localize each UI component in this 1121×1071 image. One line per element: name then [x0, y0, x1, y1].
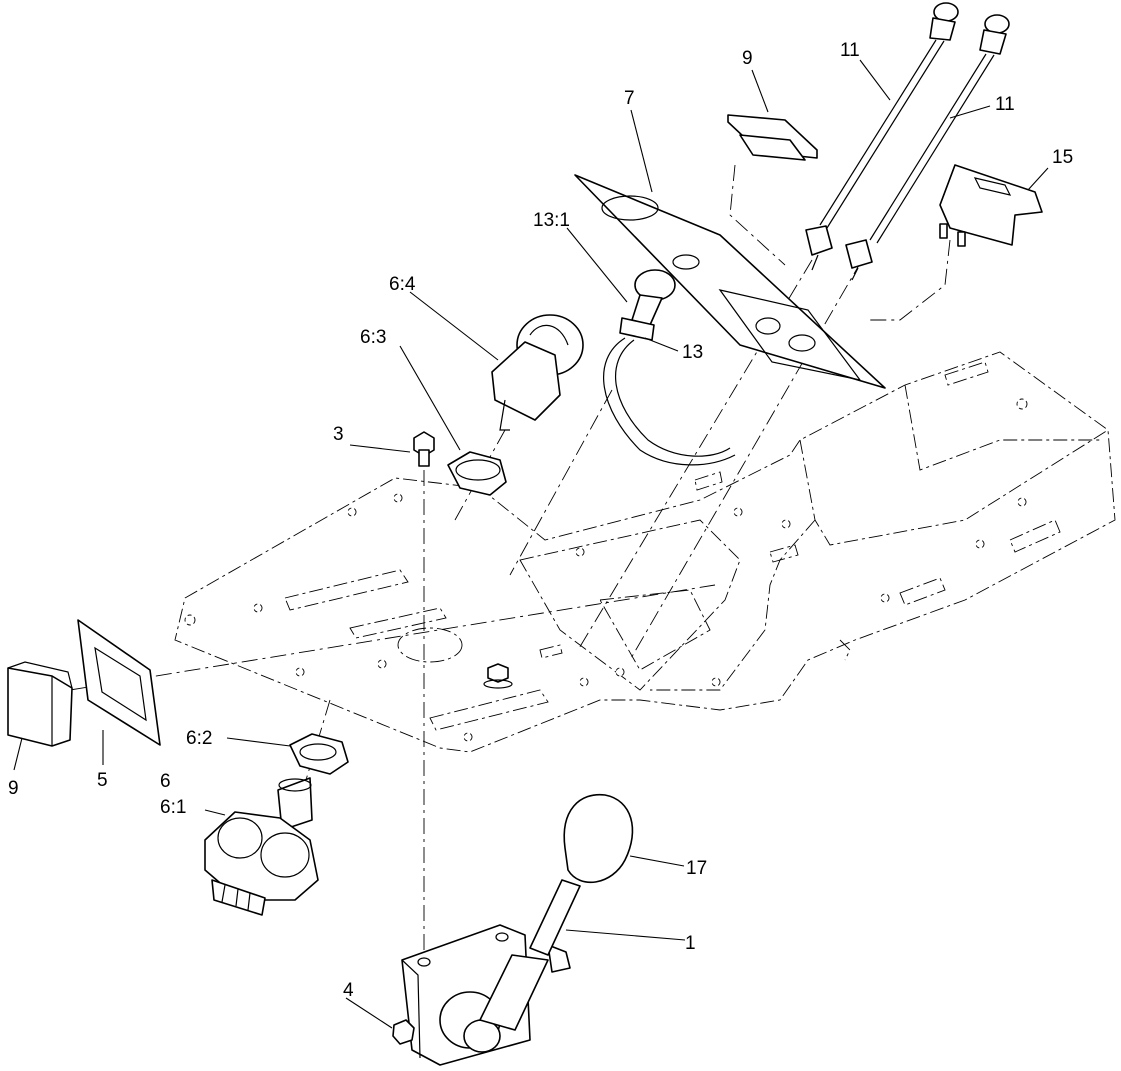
callout-9-top: 9	[742, 48, 753, 69]
callout-labels: 1 3 4 5 6 6:1 6:2 6:3 6:4 7 9 9 11 11 13…	[8, 40, 1073, 1001]
part-15-switch	[939, 164, 1043, 247]
assembly-center-lines	[69, 164, 951, 960]
part-11-cable-a	[805, 2, 959, 271]
callout-11-b: 11	[995, 94, 1015, 115]
callout-3: 3	[333, 424, 344, 445]
part-13-choke-cable	[603, 269, 736, 466]
callout-1: 1	[685, 933, 696, 954]
part-1-throttle-lever	[392, 793, 634, 1066]
callout-15: 15	[1052, 147, 1073, 168]
part-6-1-key-switch	[204, 777, 319, 916]
mounting-plate-phantom	[174, 351, 1116, 753]
part-6-2-nut	[289, 733, 349, 775]
callout-5: 5	[97, 770, 108, 791]
part-9-plug-top	[727, 114, 818, 161]
callout-6: 6	[160, 771, 171, 792]
part-7-decal-plate	[574, 174, 886, 389]
callout-6-1: 6:1	[160, 797, 186, 818]
callout-17: 17	[686, 858, 707, 879]
callout-6-4: 6:4	[389, 274, 416, 295]
part-6-3-nut	[447, 451, 507, 496]
callout-11-a: 11	[840, 40, 860, 61]
leader-lines	[13, 59, 1049, 1029]
part-11-cable-b	[845, 14, 1010, 281]
callout-7: 7	[624, 88, 635, 109]
part-9-plug-left	[7, 661, 73, 747]
part-6-4-lamp-socket	[491, 314, 584, 431]
part-4-nut	[392, 1019, 415, 1045]
plate-bolt	[483, 663, 513, 689]
callout-6-3: 6:3	[360, 327, 386, 348]
part-3-bolt	[413, 431, 435, 467]
callout-13: 13	[682, 342, 703, 363]
callout-13-1: 13:1	[533, 210, 570, 231]
callout-6-2: 6:2	[186, 728, 212, 749]
part-5-bezel	[77, 619, 161, 746]
callout-9-left: 9	[8, 778, 19, 799]
callout-4: 4	[343, 980, 354, 1001]
